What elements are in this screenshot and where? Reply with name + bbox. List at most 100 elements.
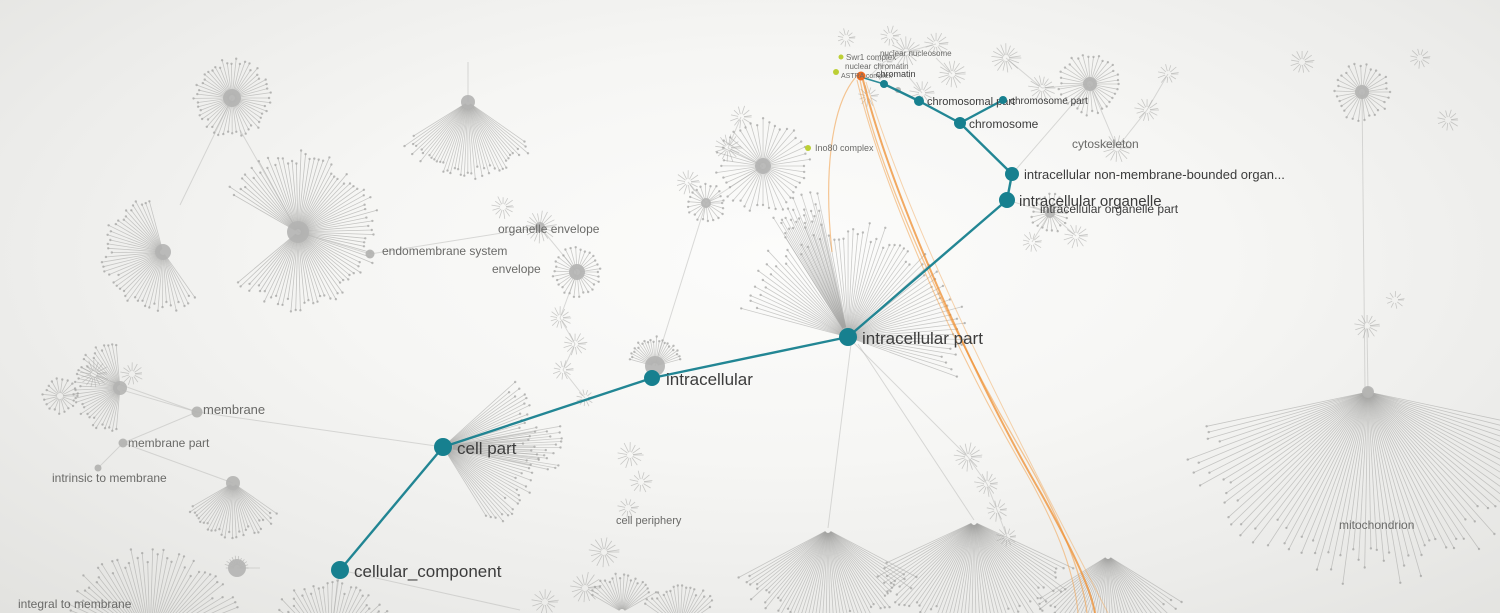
fan-tip [199, 520, 202, 524]
fan-spoke [542, 227, 556, 233]
fan-spoke [708, 200, 724, 203]
fan-spoke [88, 587, 119, 613]
fan-tip [1081, 54, 1085, 57]
fan-spoke [570, 585, 583, 588]
fan-tip [1341, 582, 1345, 585]
fan-spoke [452, 448, 556, 469]
fan-spoke [975, 524, 1031, 602]
fan-tip [764, 286, 767, 289]
fan-spoke [447, 104, 468, 171]
fan-tip [115, 284, 118, 287]
cluster-hub-node[interactable] [113, 381, 127, 395]
cluster-hub-node[interactable] [1355, 85, 1369, 99]
term-node-intracellular-part[interactable] [839, 328, 857, 346]
fan-tip [79, 412, 83, 416]
term-node-cell-part[interactable] [434, 438, 452, 456]
gray-term-node[interactable] [365, 249, 375, 259]
cluster-hub-node[interactable] [1083, 77, 1097, 91]
cluster-hub-node[interactable] [223, 89, 241, 107]
fan-tip [1494, 505, 1497, 508]
fan-spoke [224, 485, 233, 538]
complex-node[interactable] [838, 54, 844, 60]
fan-spoke [1034, 240, 1042, 242]
fan-tip [106, 242, 110, 246]
fan-tip [954, 353, 957, 356]
fan-spoke [1030, 80, 1040, 87]
cluster-hub-node[interactable] [287, 221, 309, 243]
term-node-intracellular-non-membrane-bounded-organ[interactable] [1005, 167, 1019, 181]
gray-term-node[interactable] [191, 406, 203, 418]
gray-term-node[interactable] [118, 438, 128, 448]
term-label-intracellular-organelle: intracellular organelle [1019, 193, 1162, 210]
fan-tip [721, 201, 724, 205]
term-node-intracellular-organelle[interactable] [999, 192, 1015, 208]
complex-node[interactable] [805, 145, 811, 151]
fan-spoke [62, 397, 74, 407]
focus-node[interactable] [856, 71, 866, 81]
fan-tip [108, 273, 111, 276]
fan-spoke [1103, 148, 1115, 153]
fan-spoke [560, 360, 563, 368]
gray-term-node[interactable] [94, 464, 102, 472]
fan-spoke [949, 524, 974, 613]
cluster-hub-node[interactable] [569, 264, 585, 280]
cluster-hub-node[interactable] [535, 222, 545, 232]
cluster-hub-node[interactable] [755, 158, 771, 174]
fan-spoke [974, 524, 1007, 613]
term-node-unlabeled[interactable] [880, 80, 888, 88]
fan-tip [784, 216, 787, 220]
complex-node[interactable] [833, 69, 839, 75]
fan-spoke [884, 38, 889, 44]
cluster-hub-node[interactable] [1045, 208, 1055, 218]
fan-spoke [1051, 197, 1060, 211]
fan-spoke [678, 183, 687, 192]
term-node-intracellular[interactable] [644, 370, 660, 386]
fan-spoke [452, 436, 551, 447]
cluster-hub-node[interactable] [155, 244, 171, 260]
fan-spoke [116, 390, 121, 430]
fan-tip [183, 304, 186, 308]
fan-tip [356, 187, 359, 190]
fan-spoke [1368, 394, 1390, 553]
cluster-hub-node[interactable] [226, 476, 240, 490]
fan-tip [935, 605, 938, 608]
fan-tip [1434, 537, 1437, 541]
term-node-cellular-component[interactable] [331, 561, 349, 579]
fan-tip [1174, 607, 1177, 610]
fan-spoke [815, 532, 828, 613]
fan-spoke [975, 524, 1029, 613]
cluster-hub-node[interactable] [461, 95, 475, 109]
fan-tip [1300, 535, 1304, 538]
fan-tip [1180, 600, 1183, 604]
fan-tip [732, 130, 735, 133]
fan-tip [1064, 97, 1068, 100]
fan-spoke [1035, 90, 1041, 101]
term-node-chromosome[interactable] [954, 117, 966, 129]
fan-spoke [545, 604, 548, 613]
fan-spoke [164, 254, 196, 298]
fan-tip [537, 458, 540, 461]
fan-spoke [1370, 393, 1500, 495]
term-node-chromosomal-part[interactable] [914, 96, 924, 106]
fan-spoke [945, 76, 951, 86]
fan-spoke [73, 388, 118, 395]
term-label-endomembrane-system: endomembrane system [382, 244, 507, 258]
fan-spoke [956, 449, 966, 456]
fan-spoke [1370, 393, 1500, 480]
fan-spoke [1106, 558, 1109, 613]
fan-tip [453, 167, 457, 170]
term-node-chromosome-part[interactable] [999, 96, 1007, 104]
fan-spoke [1293, 63, 1301, 71]
fan-spoke [886, 523, 972, 577]
fan-spoke [1369, 393, 1495, 535]
fan-tip [111, 572, 115, 575]
fan-tip [669, 589, 672, 593]
cluster-hub-node[interactable] [228, 559, 246, 577]
fan-spoke [727, 167, 761, 197]
fan-spoke [930, 33, 936, 42]
gray-term-node[interactable] [1363, 387, 1373, 397]
fan-tip [1376, 109, 1380, 112]
fan-spoke [42, 394, 58, 397]
cluster-hub-node[interactable] [701, 198, 711, 208]
